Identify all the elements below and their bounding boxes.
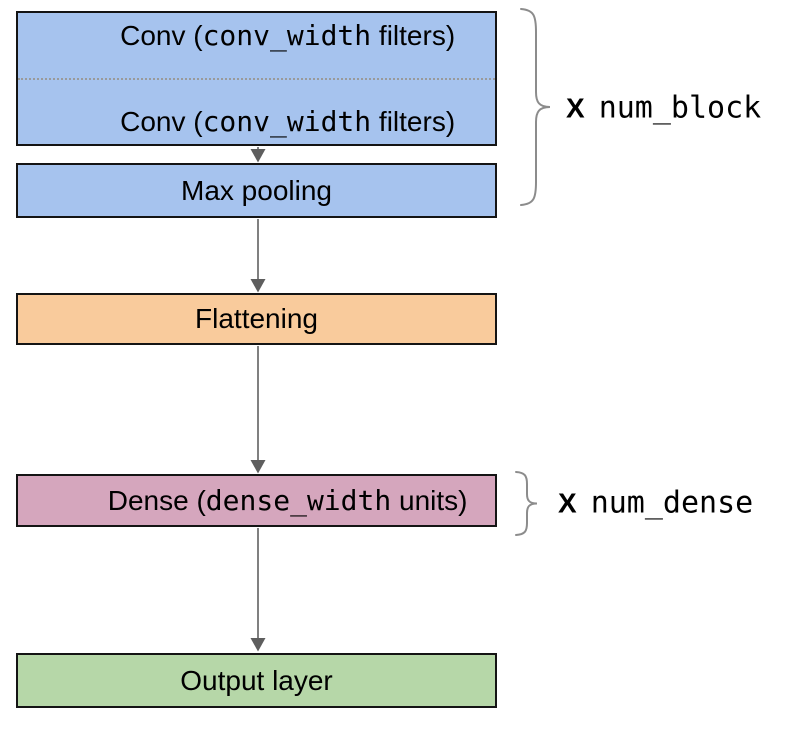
arrow-dense-to-output-head-icon xyxy=(250,638,266,652)
conv-layer-2-label: Conv (conv_width filters) xyxy=(58,80,455,164)
max-pooling-label: Max pooling xyxy=(181,174,332,206)
num-dense-multiplier: X xyxy=(558,487,577,518)
dense-prefix: Dense ( xyxy=(107,484,206,516)
conv1-prefix: Conv ( xyxy=(120,19,203,51)
arrow-pool-to-flatten-head-icon xyxy=(250,279,266,293)
conv2-prefix: Conv ( xyxy=(120,105,203,137)
conv2-suffix: filters) xyxy=(371,105,456,137)
dense-box: Dense (dense_width units) xyxy=(16,474,497,527)
output-box: Output layer xyxy=(16,653,497,708)
conv1-suffix: filters) xyxy=(371,19,456,51)
output-layer-label: Output layer xyxy=(180,664,333,696)
dense-label: Dense (dense_width units) xyxy=(46,459,468,543)
dense-suffix: units) xyxy=(391,484,468,516)
num-block-annotation: X num_block xyxy=(566,91,761,126)
max-pooling-box: Max pooling xyxy=(16,163,497,218)
num-dense-code: num_dense xyxy=(590,485,754,521)
dense-code: dense_width xyxy=(205,483,392,517)
num-block-code: num_block xyxy=(598,90,762,126)
conv2-code: conv_width xyxy=(202,104,372,138)
num-dense-annotation: X num_dense xyxy=(558,486,753,521)
brace-num-block-icon xyxy=(520,8,551,206)
conv-layer-1-label: Conv (conv_width filters) xyxy=(58,0,455,78)
brace-num-dense-icon xyxy=(515,471,538,536)
conv1-code: conv_width xyxy=(202,18,372,52)
conv-block-box: Conv (conv_width filters) Conv (conv_wid… xyxy=(16,11,497,146)
flattening-label: Flattening xyxy=(195,303,318,334)
num-block-multiplier: X xyxy=(566,92,585,123)
flattening-box: Flattening xyxy=(16,293,497,345)
conv-layer-2: Conv (conv_width filters) xyxy=(18,80,495,164)
conv-layer-1: Conv (conv_width filters) xyxy=(18,0,495,80)
